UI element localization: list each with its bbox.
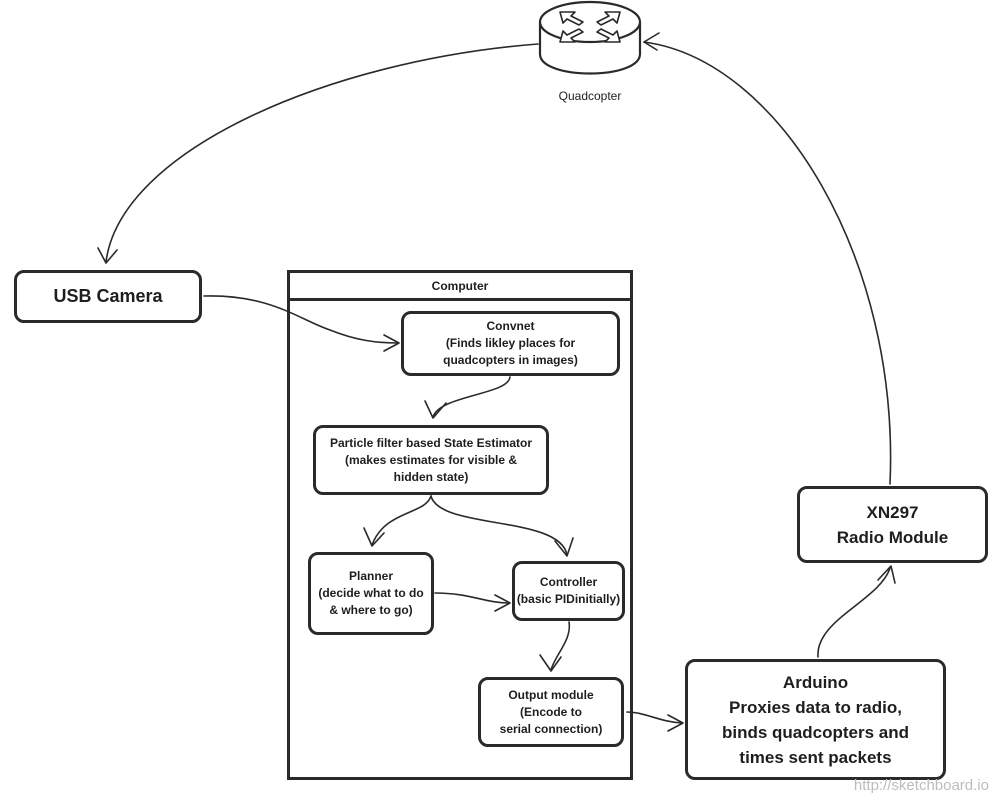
arrowhead-particle-filter [424, 400, 447, 419]
arduino-line-3: binds quadcopters and [721, 722, 910, 742]
planner-box: Planner (decide what to do & where to go… [308, 552, 434, 635]
edge-router-to-usb-camera [105, 43, 539, 263]
arrowhead-output-module [539, 654, 562, 672]
convnet-line-1: Convnet [486, 319, 535, 333]
computer-title: Computer [290, 273, 630, 301]
radio-line-2: Radio Module [836, 527, 949, 547]
arrowhead-router [643, 32, 660, 51]
planner-line-2: (decide what to do [318, 586, 424, 600]
arrowhead-radio [877, 565, 896, 584]
arduino-line-2: Proxies data to radio, [729, 697, 902, 717]
router-label: Quadcopter [558, 89, 622, 103]
output-module-line-3: serial connection) [499, 721, 603, 736]
output-module-line-2: (Encode to [520, 704, 582, 719]
particle-filter-line-2: (makes estimates for visible & [344, 452, 518, 467]
edge-usb-camera-to-convnet [203, 295, 399, 344]
edge-planner-to-controller [434, 592, 510, 604]
edge-convnet-to-particle-filter [432, 376, 511, 418]
edge-controller-to-output [550, 621, 571, 671]
particle-filter-line-3: hidden state) [393, 469, 469, 484]
arduino-line-1: Arduino [782, 672, 849, 692]
convnet-line-2: (Finds likley places for [445, 336, 576, 350]
edge-radio-to-router [643, 41, 892, 485]
router-icon [538, 0, 642, 75]
arrowhead-arduino [667, 714, 684, 732]
usb-camera-label: USB Camera [53, 286, 163, 306]
particle-filter-line-1: Particle filter based State Estimator [329, 435, 533, 450]
arrowhead-convnet [383, 334, 400, 352]
usb-camera-box: USB Camera [14, 270, 202, 323]
convnet-box: Convnet (Finds likley places for quadcop… [401, 311, 620, 376]
arduino-line-4: times sent packets [739, 747, 892, 767]
edge-arduino-to-radio [817, 567, 891, 658]
computer-container: Computer [287, 270, 633, 780]
edge-particle-filter-to-planner [371, 495, 432, 546]
planner-line-1: Planner [348, 569, 393, 583]
controller-box: Controller (basic PIDinitially) [512, 561, 625, 621]
arrowhead-planner [363, 527, 385, 547]
particle-filter-box: Particle filter based State Estimator (m… [313, 425, 549, 495]
arrowhead-controller-top [554, 537, 574, 557]
edge-particle-filter-to-controller [430, 495, 568, 556]
radio-module-box: XN297 Radio Module [797, 486, 988, 563]
output-module-box: Output module (Encode to serial connecti… [478, 677, 624, 747]
controller-line-2: (basic PIDinitially) [516, 592, 621, 606]
convnet-line-3: quadcopters in images) [443, 353, 578, 367]
arrowhead-controller-left [494, 594, 511, 612]
controller-line-1: Controller [539, 575, 598, 589]
arduino-box: Arduino Proxies data to radio, binds qua… [685, 659, 946, 780]
radio-line-1: XN297 [866, 502, 919, 522]
watermark: http://sketchboard.io [853, 777, 989, 794]
planner-line-3: & where to go) [329, 603, 413, 617]
output-module-line-1: Output module [508, 687, 594, 702]
arrowhead-usb-camera [97, 247, 118, 264]
